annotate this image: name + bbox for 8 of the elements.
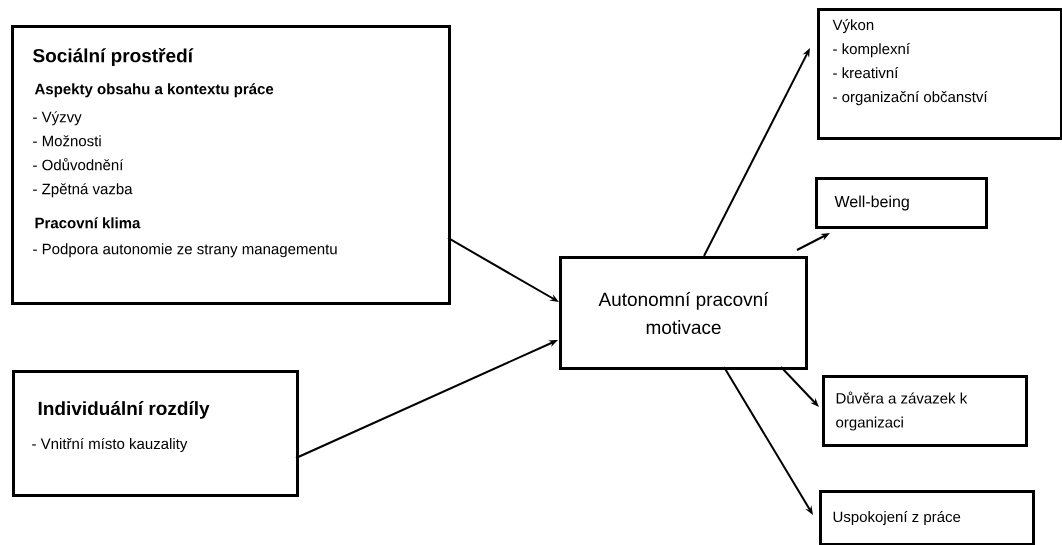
text-box: Sociální prostředí Aspekty obsahu a kontextu práce - Výzvy - Možnosti - Odůvodnění - Zpětná vazba Pracovní klima - Podpora autonomie ze strany managementu [11,25,451,305]
text-box: Well-being [815,177,988,229]
text-box: Individuální rozdíly - Vnitřní místo kauzality [12,370,299,497]
text-box: Autonomní pracovní motivace [559,256,808,370]
text-box: Výkon - komplexní - kreativní - organizační občanství [817,8,1062,140]
text-box: Důvěra a závazek k organizaci [822,375,1028,447]
arrow [780,366,819,407]
text-box: Uspokojení z práce [819,490,1035,545]
